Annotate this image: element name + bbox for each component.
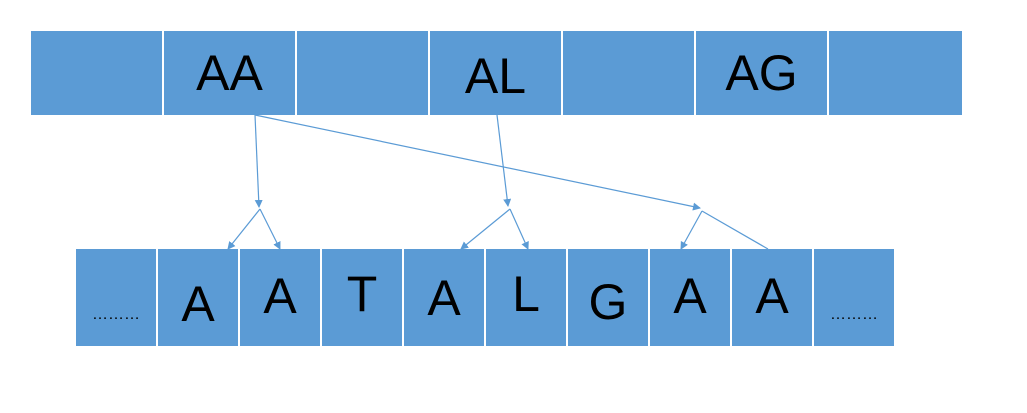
arrow-branch-right [509, 208, 529, 250]
bottom-cell-label: G [588, 274, 628, 330]
bottom-cell: A [240, 249, 322, 346]
top-cell: AL [430, 31, 563, 115]
top-cell-label: AA [196, 45, 263, 101]
arrow-aa-second [254, 114, 701, 211]
bottom-cell-label: A [427, 270, 461, 326]
arrow-branch-left [227, 208, 261, 250]
top-cell: AG [696, 31, 829, 115]
top-cell [563, 31, 696, 115]
top-cell-label: AL [464, 48, 527, 104]
top-sequence-row: AA AL AG [31, 31, 962, 115]
bottom-cell: A [404, 249, 486, 346]
arrow-branch-left [680, 210, 703, 250]
top-cell [297, 31, 430, 115]
arrow-branch-left [460, 208, 511, 250]
bottom-cell-label: L [512, 266, 540, 322]
bottom-cell: T [322, 249, 404, 346]
bottom-cell: G [568, 249, 650, 346]
bottom-cell: A [650, 249, 732, 346]
bottom-sequence-row: ……… A A T A L G A A ……… [76, 249, 894, 346]
bottom-cell: A [732, 249, 814, 346]
top-cell [31, 31, 164, 115]
bottom-cell: ……… [814, 249, 894, 346]
bottom-cell: A [158, 249, 240, 346]
bottom-cell-label: A [755, 268, 789, 324]
top-cell: AA [164, 31, 297, 115]
arrow-branch-right [259, 208, 281, 250]
bottom-cell-label: A [181, 276, 215, 332]
bottom-cell: L [486, 249, 568, 346]
arrow-al [496, 114, 512, 207]
top-cell-label: AG [725, 45, 798, 101]
bottom-cell-label: T [346, 266, 378, 322]
bottom-cell-label: ……… [92, 306, 140, 323]
arrow-branch-right [701, 210, 769, 250]
arrow-aa-first [254, 114, 263, 208]
bottom-cell-label: ……… [830, 306, 878, 323]
bottom-cell-label: A [263, 268, 297, 324]
top-cell [829, 31, 962, 115]
bottom-cell-label: A [673, 268, 707, 324]
bottom-cell: ……… [76, 249, 158, 346]
